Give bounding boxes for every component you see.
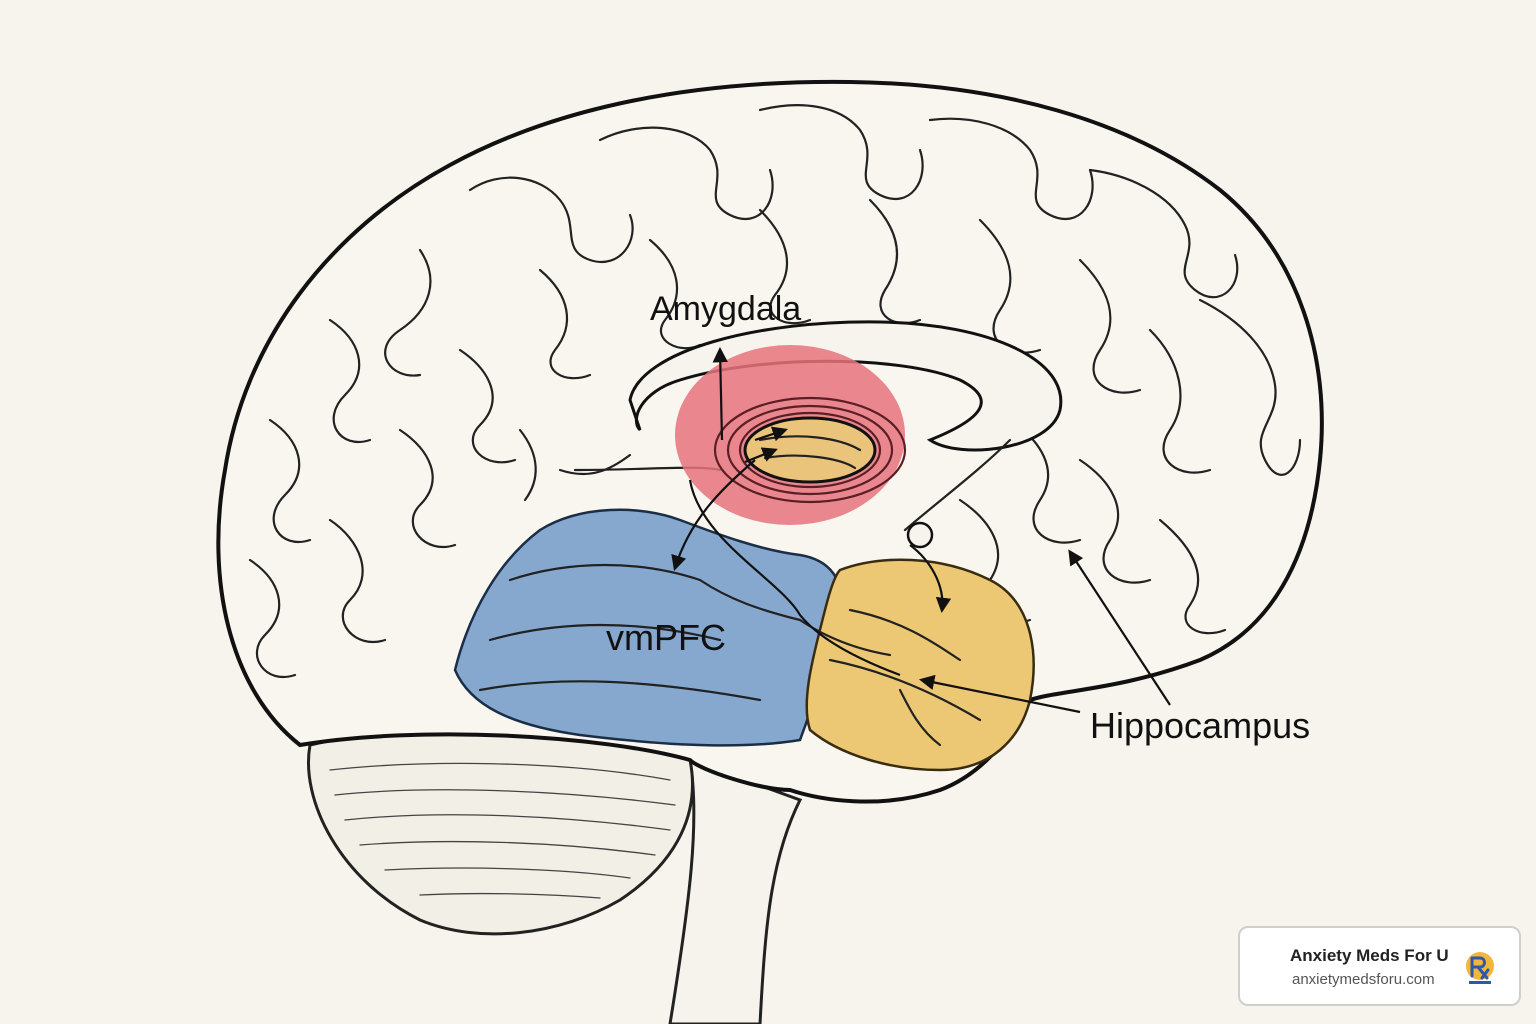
vmpfc-label: vmPFC <box>606 617 726 658</box>
brainstem <box>668 757 803 1024</box>
connection-arrows <box>671 346 1171 714</box>
watermark-badge[interactable]: Anxiety Meds For U anxietymedsforu.com <box>1238 926 1521 1006</box>
amygdala-rings <box>713 396 907 504</box>
badge-url[interactable]: anxietymedsforu.com <box>1292 971 1435 988</box>
junction-node <box>906 521 934 549</box>
cerebellum <box>307 729 694 936</box>
badge-title: Anxiety Meds For U <box>1290 946 1449 965</box>
hippocampus-region <box>805 558 1035 772</box>
amygdala-core <box>743 416 877 484</box>
rx-logo-icon <box>1466 952 1494 984</box>
amygdala-label: Amygdala <box>650 290 801 328</box>
hippocampus-label: Hippocampus <box>1090 705 1310 746</box>
